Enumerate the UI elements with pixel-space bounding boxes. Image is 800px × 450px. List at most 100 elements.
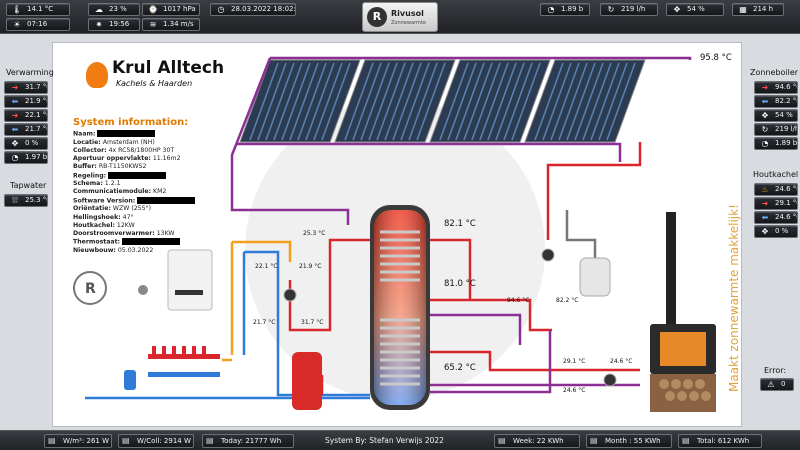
clock-icon: ◷ <box>217 5 225 14</box>
solar-collectors <box>239 59 646 143</box>
error-count: ⚠0 <box>760 378 794 391</box>
system-info-row: Hellingshoek: 47° <box>73 214 273 222</box>
heating-supply-2: ➜22.1 °C <box>4 109 48 122</box>
stats-icon: ▤ <box>122 436 130 445</box>
stats-icon: ▤ <box>48 436 56 445</box>
temp-29-1: 29.1 °C <box>563 358 586 365</box>
boiler-title: Zonneboiler <box>750 68 799 77</box>
arrow-right-icon: ➜ <box>761 83 769 92</box>
floor-heating-manifold <box>148 346 220 377</box>
bottom-stats-bar: ▤W/m²: 261 W ▤W/Coll: 2914 W ▤Today: 217… <box>0 430 800 450</box>
datetime-pill: ◷28.03.2022 18:02:05 <box>210 3 296 16</box>
pressure-icon: ◔ <box>761 139 769 148</box>
seal-letter: R <box>85 281 96 297</box>
sunrise-pill: ☀07:16 <box>6 18 70 31</box>
stove-temp-2: ➜29.1 °C <box>754 197 798 210</box>
system-info-label: Locatie: <box>73 138 101 146</box>
boiler-return: ⬅82.2 °C <box>754 95 798 108</box>
month-energy-stat: ▤Month : 55 KWh <box>586 434 672 448</box>
system-info: System information: Naam: Locatie: Amste… <box>73 117 273 255</box>
system-info-value: 11.16m2 <box>152 155 181 163</box>
temp-24-6-b: 24.6 °C <box>563 387 586 394</box>
sys-flow-pill: ↻219 l/h <box>600 3 658 16</box>
brand-name: Rivusol <box>391 9 424 18</box>
system-info-row: Locatie: Amsterdam (NH) <box>73 139 273 147</box>
boiler-pressure: ◔1.89 b <box>754 137 798 150</box>
system-info-label: Oriëntatie: <box>73 205 111 213</box>
system-info-row: Regeling: <box>73 171 273 181</box>
heating-title: Verwarming <box>6 68 54 77</box>
temp-22-1: 22.1 °C <box>255 263 278 270</box>
system-info-row: Schema: 1.2.1 <box>73 180 273 188</box>
heating-supply: ➜31.7 °C <box>4 81 48 94</box>
pressure-icon: ◔ <box>11 153 19 162</box>
system-info-value: 4x RC58/1800HP 30T <box>108 146 175 154</box>
temp-31-7: 31.7 °C <box>301 319 324 326</box>
system-info-row: Communicatiemodule: KM2 <box>73 188 273 196</box>
temp-21-9: 21.9 °C <box>299 263 322 270</box>
stove-temp-3: ⬅24.6 °C <box>754 211 798 224</box>
pump-solar-icon <box>541 248 555 262</box>
stove-pump: ✥0 % <box>754 225 798 238</box>
pressure-icon: ◔ <box>547 5 555 14</box>
rivusol-emblem-icon: R <box>367 7 387 27</box>
boiler-flow: ↻219 l/h <box>754 123 798 136</box>
pump-icon: ✥ <box>761 227 769 236</box>
system-info-value: RB-T1150KWS2 <box>98 163 147 171</box>
wind-icon: ≋ <box>149 20 157 29</box>
system-info-row: Collector: 4x RC58/1800HP 30T <box>73 147 273 155</box>
system-info-value: 1.2.1 <box>104 180 121 188</box>
shower-icon: ⛆ <box>11 196 19 205</box>
system-info-value: WZW (255°) <box>112 205 152 213</box>
temp-25-3: 25.3 °C <box>303 230 326 237</box>
arrow-right-icon: ➜ <box>11 83 19 92</box>
tank-bottom-temp: 65.2 °C <box>444 363 476 373</box>
flow-icon: ↻ <box>607 5 615 14</box>
pump-icon: ✥ <box>673 5 681 14</box>
flow-icon: ↻ <box>761 125 769 134</box>
redacted-block <box>97 130 156 137</box>
tapwater-temp: ⛆25.3 °C <box>4 194 48 207</box>
system-info-label: Naam: <box>73 130 96 138</box>
system-info-label: Apertuur oppervlakte: <box>73 155 151 163</box>
system-info-row: Buffer: RB-T1150KWS2 <box>73 163 273 171</box>
system-info-label: Houtkachel: <box>73 221 115 229</box>
power-per-collector-stat: ▤W/Coll: 2914 W <box>118 434 194 448</box>
week-energy-stat: ▤Week: 22 KWh <box>494 434 580 448</box>
tank-mid-temp: 81.0 °C <box>444 279 476 289</box>
pump-icon: ✥ <box>11 139 19 148</box>
temp-82-2: 82.2 °C <box>556 297 579 304</box>
system-info-title: System information: <box>73 117 189 128</box>
heating-pump: ✥0 % <box>4 137 48 150</box>
collector-temp: 95.8 °C <box>700 53 732 63</box>
sunset-icon: ✷ <box>95 20 103 29</box>
temp-21-7: 21.7 °C <box>253 319 276 326</box>
thermometer-icon: 🌡 <box>11 5 23 14</box>
stats-icon: ▤ <box>590 436 598 445</box>
system-info-row: Apertuur oppervlakte: 11.16m2 <box>73 155 273 163</box>
buffer-tank <box>370 205 430 410</box>
arrow-left-icon: ⬅ <box>761 213 769 222</box>
tapwater-title: Tapwater <box>10 181 47 190</box>
system-info-value: 12KW <box>116 221 135 229</box>
outdoor-temp-pill: 🌡14.1 °C <box>6 3 70 16</box>
stats-icon: ▤ <box>498 436 506 445</box>
system-info-label: Schema: <box>73 180 103 188</box>
system-info-value: Amsterdam (NH) <box>102 138 155 146</box>
system-info-value: 47° <box>122 213 134 221</box>
arrow-right-icon: ➜ <box>11 111 19 120</box>
redacted-block <box>121 238 180 246</box>
today-energy-stat: ▤Today: 21777 Wh <box>202 434 294 448</box>
cloud-icon: ☁ <box>95 5 103 14</box>
company-sub: Kachels & Haarden <box>116 79 193 88</box>
tank-top-temp: 82.1 °C <box>444 219 476 229</box>
system-info-row: Software Version: <box>73 196 273 206</box>
system-info-row: Houtkachel: 12KW <box>73 222 273 230</box>
heat-pump-boiler <box>167 249 213 311</box>
cloud-pill: ☁23 % <box>88 3 140 16</box>
flame-icon: ♨ <box>761 185 769 194</box>
pump-heating-icon <box>283 288 297 302</box>
system-info-label: Thermostaat: <box>73 238 120 246</box>
total-energy-stat: ▤Total: 612 KWh <box>678 434 762 448</box>
